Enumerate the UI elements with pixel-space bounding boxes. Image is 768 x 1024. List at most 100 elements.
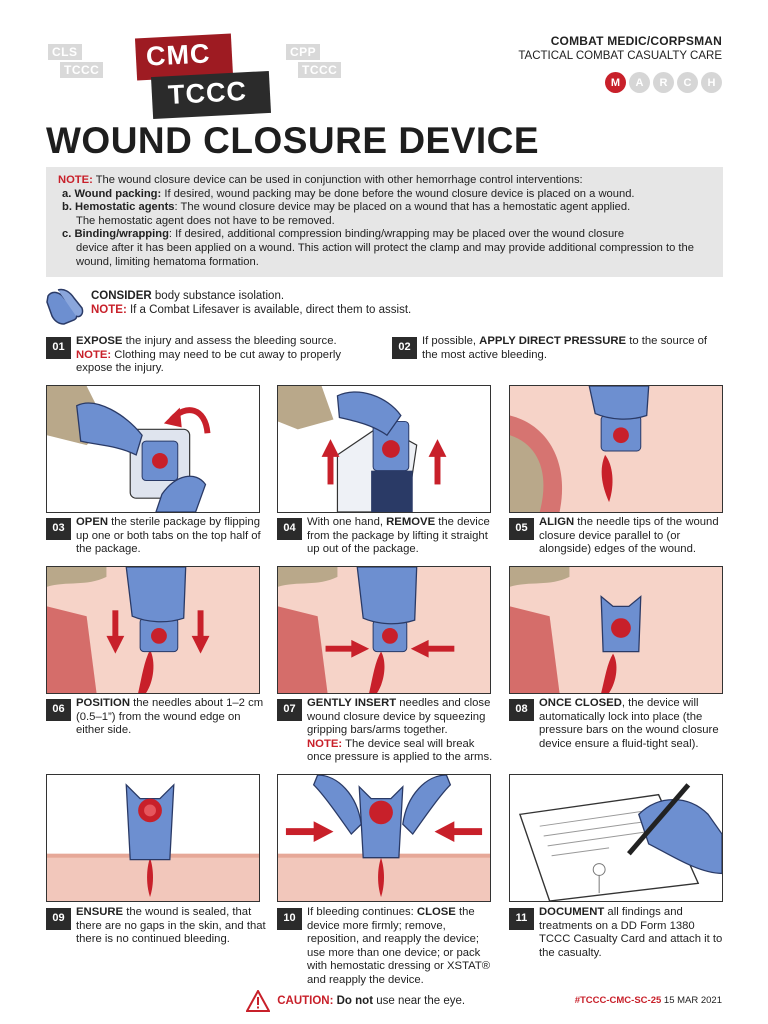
footer-date: 15 MAR 2021 [663,995,722,1006]
illustration-close-firmly [277,774,491,902]
step-number: 04 [277,518,302,540]
step-number: 02 [392,337,417,359]
tccc-logo-text: TCCC [167,75,248,111]
step-note-text: The device seal will break once pressure… [307,737,493,764]
step-body: the device more firmly; remove, repositi… [307,906,491,986]
page-title: WOUND CLOSURE DEVICE [46,120,540,161]
step-action: ONCE CLOSED [539,697,622,709]
step-text: DOCUMENT all findings and treatments on … [539,906,727,960]
consider-section: CONSIDER body substance isolation. NOTE:… [44,286,724,326]
consider-note-label: NOTE: [91,304,127,316]
step-note-text: Clothing may need to be cut away to prop… [76,348,341,375]
consider-bold: CONSIDER [91,290,152,302]
illustration-ensure-sealed [46,774,260,902]
step-body: to the source of the most active bleedin… [422,335,708,361]
step-pre: If bleeding continues: [307,906,417,918]
note-item-c: c. Binding/wrapping: If desired, additio… [58,228,711,269]
note-intro-text: The wound closure device can be used in … [95,174,583,186]
step-body: needles and close wound closure device b… [307,697,491,737]
step-action: CLOSE [416,906,456,918]
march-a: A [629,72,650,93]
step-text: EXPOSE the injury and assess the bleedin… [76,335,376,376]
gloves-icon [46,288,84,325]
step-action: ENSURE [76,906,124,918]
step-action: DOCUMENT [539,906,605,918]
step-text: GENTLY INSERT needles and close wound cl… [307,697,499,765]
step-body: the needle tips of the wound closure dev… [539,516,719,556]
note-b-cont: The hemostatic agent does not have to be… [76,214,335,227]
note-a-label: a. Wound packing: [62,187,162,200]
step-note-label: NOTE: [307,737,343,750]
consider-body: body substance isolation. [151,290,285,302]
warning-icon [245,988,271,1012]
footer-tag: #TCCC-CMC-SC-25 15 MAR 2021 [575,995,722,1006]
note-c-cont: device after it has been applied on a wo… [76,241,694,268]
cls-tccc-logo: CLS TCCC [46,44,116,84]
step-text: If possible, APPLY DIRECT PRESSURE to th… [422,335,722,362]
step-text: POSITION the needles about 1–2 cm (0.5–1… [76,697,266,738]
march-c: C [677,72,698,93]
march-m: M [605,72,626,93]
note-box: NOTE: The wound closure device can be us… [46,167,723,277]
illustration-document-card [509,774,723,902]
cls-logo-text: CLS [48,44,82,60]
cmc-tccc-logo: CMC TCCC [134,33,272,120]
step-number: 11 [509,908,534,930]
org-line-1: COMBAT MEDIC/CORPSMAN [550,34,722,48]
cls-tccc-logo-text: TCCC [60,62,104,78]
note-intro: NOTE: The wound closure device can be us… [58,174,711,188]
note-c-label: c. Binding/wrapping [62,228,169,241]
note-b-label: b. Hemostatic agents [62,201,175,214]
step-action: EXPOSE [76,335,123,347]
caution-line: CAUTION: Do not use near the eye. [245,988,465,1012]
step-pre: With one hand, [307,516,387,528]
consider-text: CONSIDER body substance isolation. NOTE:… [91,289,411,317]
step-pre: If possible, [422,335,480,347]
consider-note-text: If a Combat Lifesaver is available, dire… [126,304,412,316]
step-action: OPEN [76,516,109,528]
march-indicator: M A R C H [602,72,722,93]
cpp-tccc-logo: CPP TCCC [284,44,354,84]
illustration-remove-device [277,385,491,513]
step-body: the wound is sealed, that there are no g… [76,906,266,946]
step-action: ALIGN [539,516,575,528]
org-line-2: TACTICAL COMBAT CASUALTY CARE [518,50,722,62]
step-text: ENSURE the wound is sealed, that there a… [76,906,266,947]
step-body: , the device will automatically lock int… [539,697,719,750]
step-text: ONCE CLOSED, the device will automatical… [539,697,729,751]
step-number: 06 [46,699,71,721]
step-note-label: NOTE: [76,348,112,361]
step-body: the device from the package by lifting i… [307,516,490,556]
note-b-text: : The wound closure device may be placed… [174,201,631,214]
step-text: If bleeding continues: CLOSE the device … [307,906,499,988]
step-action: POSITION [76,697,130,709]
step-text: OPEN the sterile package by flipping up … [76,516,261,557]
step-text: With one hand, REMOVE the device from th… [307,516,495,557]
step-action: REMOVE [386,516,436,528]
note-c-text: : If desired, additional compression bin… [168,228,625,241]
note-a-text: If desired, wound packing may be done be… [164,187,635,200]
illustration-insert-needles [277,566,491,694]
note-item-b: b. Hemostatic agents: The wound closure … [58,201,711,228]
step-action: APPLY DIRECT PRESSURE [479,335,627,347]
note-label: NOTE: [58,174,93,186]
note-item-a: a. Wound packing: If desired, wound pack… [58,188,711,202]
step-number: 03 [46,518,71,540]
step-body: the needles about 1–2 cm (0.5–1”) from t… [76,697,264,737]
step-number: 01 [46,337,71,359]
step-number: 10 [277,908,302,930]
step-body: the sterile package by flipping up one o… [76,516,261,556]
step-number: 09 [46,908,71,930]
illustration-device-closed [509,566,723,694]
step-number: 05 [509,518,534,540]
step-number: 07 [277,699,302,721]
march-r: R [653,72,674,93]
step-body: the injury and assess the bleeding sourc… [122,335,337,347]
cpp-tccc-logo-text: TCCC [298,62,342,78]
cmc-logo-text: CMC [145,38,212,72]
caution-bold: Do not [333,995,374,1008]
cpp-logo-text: CPP [286,44,321,60]
header-org: COMBAT MEDIC/CORPSMAN TACTICAL COMBAT CA… [518,34,722,62]
caution-label: CAUTION: [277,995,334,1008]
footer-hashtag: #TCCC-CMC-SC-25 [574,995,662,1006]
